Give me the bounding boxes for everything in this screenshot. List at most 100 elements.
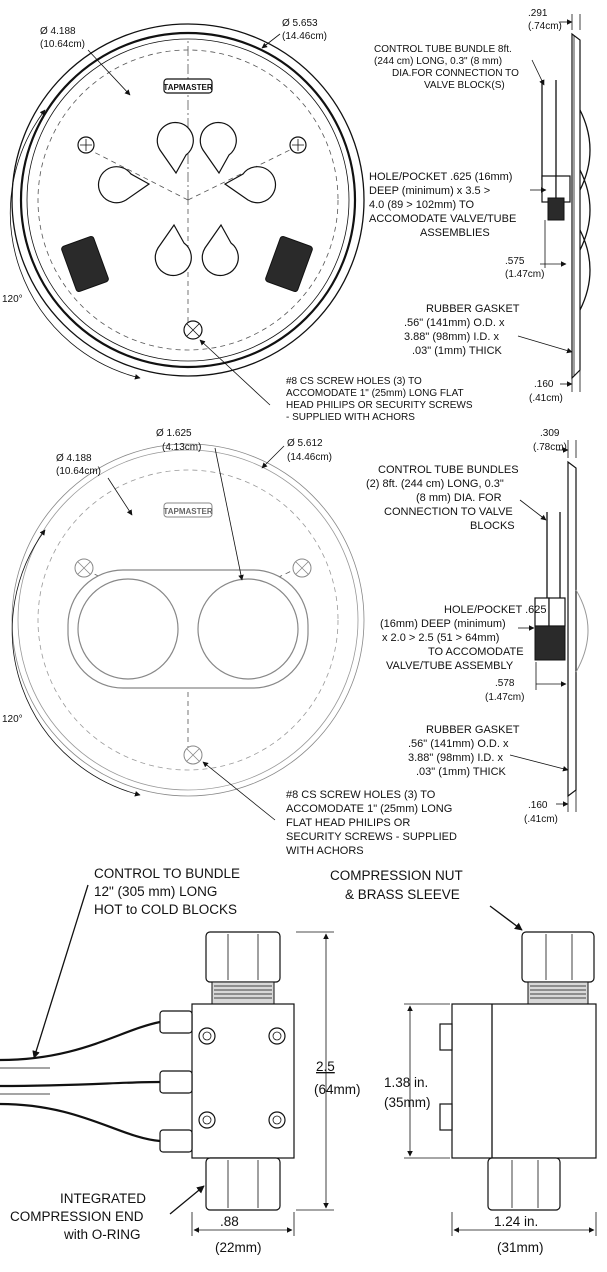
top-plate-view: TAPMASTER 120° Ø 4. bbox=[2, 18, 473, 423]
side-height-label: 1.38 in. bbox=[384, 1075, 428, 1090]
dim-575-label: .575 bbox=[505, 256, 525, 267]
hole-note-line: DEEP (minimum) x 3.5 > bbox=[369, 185, 490, 197]
side-width-mm-label: (31mm) bbox=[497, 1240, 544, 1255]
end-note-line: with O-RING bbox=[63, 1227, 141, 1242]
side-compression-end bbox=[487, 1157, 561, 1211]
gasket-note-line: RUBBER GASKET bbox=[426, 724, 520, 736]
dim-309-cm-label: (.78cm) bbox=[533, 442, 567, 453]
screw-note-top: #8 CS SCREW HOLES (3) TO ACCOMODATE 1" (… bbox=[199, 339, 473, 423]
port-top-left bbox=[198, 1027, 216, 1045]
dim-160-cm-label: (.41cm) bbox=[529, 393, 563, 404]
tube-note-line: (2) 8ft. (244 cm) LONG, 0.3" bbox=[366, 478, 504, 490]
valve-block-body bbox=[191, 1003, 295, 1159]
screw-hole-left bbox=[74, 558, 94, 578]
svg-text:#8 CS SCREW HOLES (3) TO: #8 CS SCREW HOLES (3) TO bbox=[286, 789, 436, 801]
control-tube-1 bbox=[0, 1020, 161, 1062]
dia-5653-label: Ø 5.653 bbox=[282, 18, 318, 29]
gasket-note-line: 3.88" (98mm) I.D. x bbox=[404, 331, 499, 343]
dim-575-cm-label: (1.47cm) bbox=[505, 269, 544, 280]
gasket-note-line: .03" (1mm) THICK bbox=[416, 766, 507, 778]
screw-hole-bottom bbox=[183, 745, 203, 765]
tube-fitting-3 bbox=[159, 1129, 193, 1153]
hole-note-line: VALVE/TUBE ASSEMBLY bbox=[386, 660, 514, 672]
screw-hole-left bbox=[77, 136, 95, 154]
dim-578-cm-label: (1.47cm) bbox=[485, 692, 524, 703]
tube-note-line: VALVE BLOCK(S) bbox=[424, 80, 505, 91]
thread-top bbox=[211, 981, 275, 1005]
angle-label: 120° bbox=[2, 714, 23, 725]
tube-note-line: CONTROL TUBE BUNDLES bbox=[378, 464, 519, 476]
svg-text:#8 CS SCREW HOLES (3) TO: #8 CS SCREW HOLES (3) TO bbox=[286, 376, 422, 387]
svg-text:HEAD PHILIPS OR SECURITY SCREW: HEAD PHILIPS OR SECURITY SCREWS bbox=[286, 400, 473, 411]
screw-hole-right bbox=[292, 558, 312, 578]
svg-text:ACCOMODATE 1" (25mm) LONG FLAT: ACCOMODATE 1" (25mm) LONG FLAT bbox=[286, 388, 464, 399]
svg-text:- SUPPLIED WITH ACHORS: - SUPPLIED WITH ACHORS bbox=[286, 412, 415, 423]
dim-160-label: .160 bbox=[528, 800, 548, 811]
tube-note-line: (244 cm) LONG, 0.3" (8 mm) bbox=[374, 56, 502, 67]
valve-block-front-view: 2.5 (64mm) .88 (22mm) CONTROL TO BUNDLE … bbox=[0, 866, 361, 1255]
middle-side-profile: .309 (.78cm) CONTROL TUBE BUNDLES (2) 8f… bbox=[366, 428, 589, 825]
height-label: 2.5 bbox=[316, 1059, 335, 1074]
tube-note-line: (8 mm) DIA. FOR bbox=[416, 492, 502, 504]
tube-note-line: CONTROL TUBE BUNDLE 8ft. bbox=[374, 44, 512, 55]
gasket-note-line: .56" (141mm) O.D. x bbox=[408, 738, 509, 750]
svg-text:SECURITY SCREWS - SUPPLIED: SECURITY SCREWS - SUPPLIED bbox=[286, 831, 457, 843]
hole-note-line: 4.0 (89 > 102mm) TO bbox=[369, 199, 475, 211]
bundle-note-line: CONTROL TO BUNDLE bbox=[94, 866, 240, 881]
compression-note-line: COMPRESSION NUT bbox=[330, 868, 463, 883]
hole-note-line: ASSEMBLIES bbox=[420, 227, 490, 239]
dim-578-label: .578 bbox=[495, 678, 515, 689]
tube-note-line: BLOCKS bbox=[470, 520, 515, 532]
hole-note-line: ACCOMODATE VALVE/TUBE bbox=[369, 213, 516, 225]
screw-hole-right bbox=[289, 136, 307, 154]
dim-160-label: .160 bbox=[534, 379, 554, 390]
hole-note-line: (16mm) DEEP (minimum) bbox=[380, 618, 506, 630]
gasket-note-line: 3.88" (98mm) I.D. x bbox=[408, 752, 503, 764]
side-height-mm-label: (35mm) bbox=[384, 1095, 431, 1110]
dia-4188-cm-label: (10.64cm) bbox=[40, 39, 85, 50]
gasket-note-line: .56" (141mm) O.D. x bbox=[404, 317, 505, 329]
pocket-right bbox=[197, 578, 299, 680]
angle-label: 120° bbox=[2, 294, 23, 305]
dia-4188-label: Ø 4.188 bbox=[40, 26, 76, 37]
pocket-left bbox=[77, 578, 179, 680]
port-top-right bbox=[268, 1027, 286, 1045]
control-tube-2 bbox=[0, 1080, 161, 1088]
bundle-note-line: HOT to COLD BLOCKS bbox=[94, 902, 237, 917]
dim-291-cm-label: (.74cm) bbox=[528, 21, 562, 32]
angle-arc bbox=[9, 109, 141, 380]
gasket-note-line: RUBBER GASKET bbox=[426, 303, 520, 315]
hole-note-line: HOLE/POCKET .625 (16mm) bbox=[369, 171, 512, 183]
compression-nut bbox=[521, 931, 595, 983]
width-label: .88 bbox=[220, 1214, 239, 1229]
dia-4188-label: Ø 4.188 bbox=[56, 453, 92, 464]
dia-1625-cm-label: (4.13cm) bbox=[162, 442, 201, 453]
dia-5653-cm-label: (14.46cm) bbox=[282, 31, 327, 42]
hole-note-line: TO ACCOMODATE bbox=[428, 646, 524, 658]
end-note-line: INTEGRATED bbox=[60, 1191, 146, 1206]
compression-note-line: & BRASS SLEEVE bbox=[345, 887, 460, 902]
brand-badge: TAPMASTER bbox=[163, 78, 213, 94]
hole-note-line: x 2.0 > 2.5 (51 > 64mm) bbox=[382, 632, 499, 644]
bundle-note-line: 12" (305 mm) LONG bbox=[94, 884, 217, 899]
hole-note-line: HOLE/POCKET .625 bbox=[444, 604, 547, 616]
end-note-line: COMPRESSION END bbox=[10, 1209, 144, 1224]
valve-block-side-view: 1.38 in. (35mm) 1.24 in. (31mm) COMPRESS… bbox=[330, 868, 597, 1255]
svg-text:FLAT HEAD PHILIPS OR: FLAT HEAD PHILIPS OR bbox=[286, 817, 410, 829]
angle-arc bbox=[11, 529, 141, 797]
dia-5612-cm-label: (14.46cm) bbox=[287, 452, 332, 463]
svg-text:TAPMASTER: TAPMASTER bbox=[163, 507, 212, 516]
svg-text:TAPMASTER: TAPMASTER bbox=[163, 83, 212, 92]
tube-pockets bbox=[97, 121, 277, 277]
side-width-label: 1.24 in. bbox=[494, 1214, 538, 1229]
dia-1625-label: Ø 1.625 bbox=[156, 428, 192, 439]
dim-309-label: .309 bbox=[540, 428, 560, 439]
port-bottom-right bbox=[268, 1111, 286, 1129]
side-badge-right bbox=[265, 235, 313, 293]
tube-fitting-1 bbox=[159, 1010, 193, 1034]
middle-plate-view: TAPMASTER 120° Ø 1.625 (4.13cm) Ø 4.188 … bbox=[2, 428, 457, 857]
dim-160-cm-label: (.41cm) bbox=[524, 814, 558, 825]
compression-nut-top bbox=[205, 931, 281, 983]
height-mm-label: (64mm) bbox=[314, 1082, 361, 1097]
